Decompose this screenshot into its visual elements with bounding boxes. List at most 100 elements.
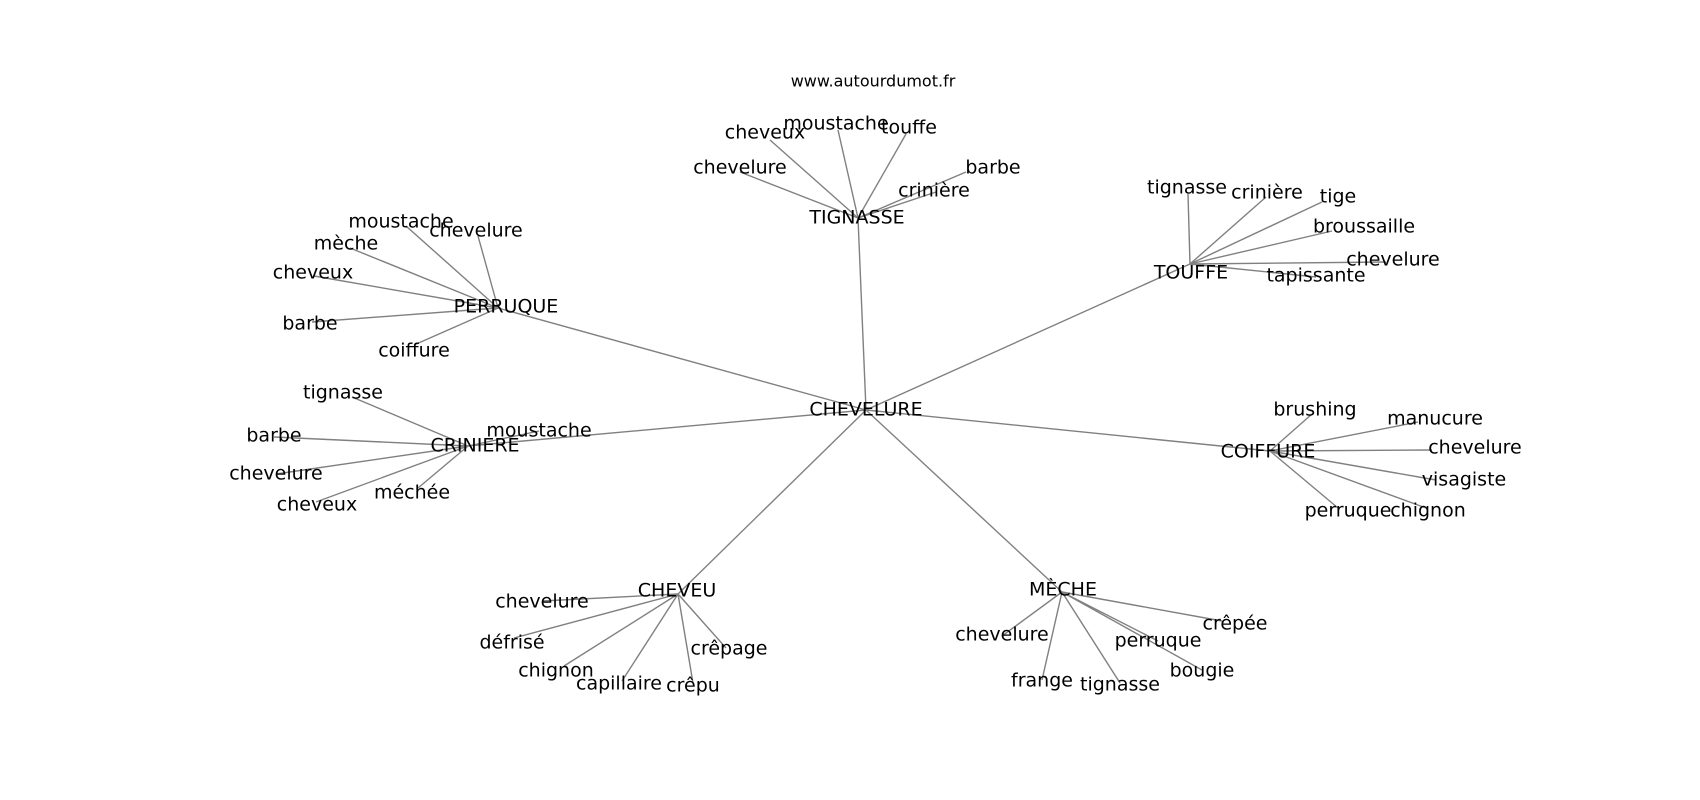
- edge-tignasse-to-criniere: [857, 191, 937, 219]
- edge-center-to-tignasse: [857, 217, 867, 411]
- word-node-meche-bougie[interactable]: bougie: [1170, 660, 1235, 682]
- edge-perruque-to-cheveux: [313, 275, 499, 309]
- edge-meche-to-crepee: [1061, 591, 1223, 622]
- edge-cheveu-to-capillaire: [621, 593, 679, 682]
- word-node-coiffure-perruque[interactable]: perruque: [1305, 500, 1392, 522]
- edge-tignasse-to-barbe: [857, 171, 967, 219]
- word-node-meche-tignasse[interactable]: tignasse: [1080, 674, 1160, 696]
- edge-cheveu-to-chignon: [563, 593, 679, 667]
- edge-coiffure-to-chevelure: [1269, 449, 1433, 452]
- edge-tignasse-to-touffe: [857, 133, 907, 219]
- hub-node-tignasse[interactable]: TIGNASSE: [808, 207, 904, 229]
- word-node-cheveu-defrise[interactable]: défrisé: [479, 632, 544, 654]
- edge-center-to-criniere: [467, 409, 867, 447]
- edge-touffe-to-tapissante: [1189, 263, 1317, 278]
- edge-center-to-cheveu: [677, 409, 867, 595]
- edge-criniere-to-mechee: [417, 445, 469, 489]
- edge-meche-to-chevelure: [1001, 591, 1063, 637]
- edge-perruque-to-chevelure: [477, 235, 499, 309]
- word-node-criniere-mechee[interactable]: méchée: [374, 482, 450, 504]
- word-node-coiffure-chignon[interactable]: chignon: [1390, 500, 1466, 522]
- word-node-perruque-coiffure[interactable]: coiffure: [378, 340, 450, 362]
- word-node-touffe-tignasse[interactable]: tignasse: [1147, 177, 1227, 199]
- word-node-cheveu-chevelure[interactable]: chevelure: [495, 591, 589, 613]
- edge-criniere-to-tignasse: [351, 396, 469, 447]
- word-node-touffe-tige[interactable]: tige: [1320, 186, 1356, 208]
- word-node-criniere-moustache[interactable]: moustache: [486, 420, 591, 442]
- word-node-tignasse-moustache[interactable]: moustache: [783, 113, 888, 135]
- word-node-coiffure-manucure[interactable]: manucure: [1387, 408, 1483, 430]
- edges: [273, 129, 1437, 684]
- edge-perruque-to-coiffure: [413, 307, 499, 346]
- word-node-tignasse-touffe[interactable]: touffe: [881, 117, 937, 139]
- hub-node-perruque[interactable]: PERRUQUE: [454, 296, 559, 318]
- website-label: www.autourdumot.fr: [791, 72, 956, 91]
- word-node-tignasse-barbe[interactable]: barbe: [965, 157, 1020, 179]
- edge-meche-to-tignasse: [1061, 591, 1121, 684]
- edge-coiffure-to-visagiste: [1269, 450, 1437, 481]
- word-node-coiffure-brushing[interactable]: brushing: [1273, 399, 1356, 421]
- word-node-touffe-broussaille[interactable]: broussaille: [1313, 216, 1415, 238]
- edge-tignasse-to-cheveux: [769, 139, 859, 219]
- hub-node-touffe[interactable]: TOUFFE: [1153, 262, 1228, 284]
- edge-cheveu-to-crepage: [677, 593, 727, 649]
- edge-coiffure-to-brushing: [1269, 413, 1313, 452]
- word-node-criniere-barbe[interactable]: barbe: [246, 425, 301, 447]
- labels: www.autourdumot.fr CHEVELURE TIGNASSE chev…: [229, 72, 1522, 697]
- hub-node-cheveu[interactable]: CHEVEU: [638, 580, 716, 602]
- hub-node-coiffure[interactable]: COIFFURE: [1221, 441, 1316, 463]
- edge-perruque-to-moustache: [405, 225, 499, 309]
- edge-cheveu-to-chevelure: [541, 593, 679, 602]
- word-node-meche-chevelure[interactable]: chevelure: [955, 624, 1049, 646]
- word-node-criniere-chevelure[interactable]: chevelure: [229, 463, 323, 485]
- word-node-perruque-barbe[interactable]: barbe: [282, 313, 337, 335]
- word-node-cheveu-crepage[interactable]: crêpage: [691, 638, 768, 660]
- word-node-meche-crepee[interactable]: crêpée: [1203, 613, 1268, 635]
- edge-cheveu-to-crepu: [677, 593, 694, 684]
- edge-touffe-to-chevelure: [1189, 261, 1387, 265]
- edge-meche-to-frange: [1041, 591, 1063, 681]
- word-node-touffe-criniere[interactable]: crinière: [1231, 182, 1303, 204]
- word-node-touffe-chevelure[interactable]: chevelure: [1346, 249, 1440, 271]
- edge-coiffure-to-perruque: [1269, 450, 1339, 509]
- word-node-coiffure-chevelure[interactable]: chevelure: [1428, 437, 1522, 459]
- edge-criniere-to-moustache: [467, 430, 540, 447]
- edge-coiffure-to-chignon: [1269, 450, 1427, 509]
- edge-touffe-to-broussaille: [1189, 230, 1333, 265]
- word-node-cheveu-crepu[interactable]: crêpu: [666, 675, 720, 697]
- word-node-perruque-chevelure[interactable]: chevelure: [429, 220, 523, 242]
- word-node-meche-frange[interactable]: frange: [1011, 670, 1073, 692]
- word-node-cheveu-chignon[interactable]: chignon: [518, 660, 594, 682]
- edge-cheveu-to-defrise: [513, 593, 679, 639]
- edge-center-to-meche: [865, 409, 1063, 593]
- word-node-tignasse-criniere[interactable]: crinière: [898, 180, 970, 202]
- edge-touffe-to-criniere: [1189, 196, 1267, 265]
- edge-touffe-to-tignasse: [1187, 193, 1191, 265]
- edge-coiffure-to-manucure: [1269, 421, 1419, 452]
- hub-node-criniere[interactable]: CRINIERE: [430, 435, 519, 457]
- edge-center-to-coiffure: [865, 409, 1271, 452]
- word-node-perruque-cheveux[interactable]: cheveux: [273, 262, 353, 284]
- word-node-perruque-moustache[interactable]: moustache: [348, 211, 453, 233]
- edge-criniere-to-cheveux: [315, 445, 469, 503]
- word-node-meche-perruque[interactable]: perruque: [1115, 630, 1202, 652]
- word-node-touffe-tapissante[interactable]: tapissante: [1266, 265, 1365, 287]
- word-node-tignasse-cheveux[interactable]: cheveux: [725, 122, 805, 144]
- word-node-perruque-meche[interactable]: mèche: [314, 233, 378, 255]
- edge-tignasse-to-chevelure: [739, 171, 859, 219]
- edge-touffe-to-tige: [1189, 201, 1323, 265]
- word-node-criniere-cheveux[interactable]: cheveux: [277, 494, 357, 516]
- hub-node-meche[interactable]: MÈCHE: [1029, 578, 1097, 601]
- edge-tignasse-to-moustache: [837, 129, 859, 219]
- word-node-tignasse-chevelure[interactable]: chevelure: [693, 157, 787, 179]
- word-node-criniere-tignasse[interactable]: tignasse: [303, 382, 383, 404]
- center-word-node[interactable]: CHEVELURE: [809, 399, 922, 421]
- edge-perruque-to-barbe: [311, 307, 499, 323]
- edge-perruque-to-meche: [349, 247, 499, 309]
- edge-criniere-to-chevelure: [275, 445, 469, 475]
- edge-center-to-perruque: [497, 307, 867, 411]
- edge-meche-to-bougie: [1061, 591, 1203, 671]
- word-node-cheveu-capillaire[interactable]: capillaire: [576, 673, 662, 695]
- word-node-coiffure-visagiste[interactable]: visagiste: [1422, 469, 1506, 491]
